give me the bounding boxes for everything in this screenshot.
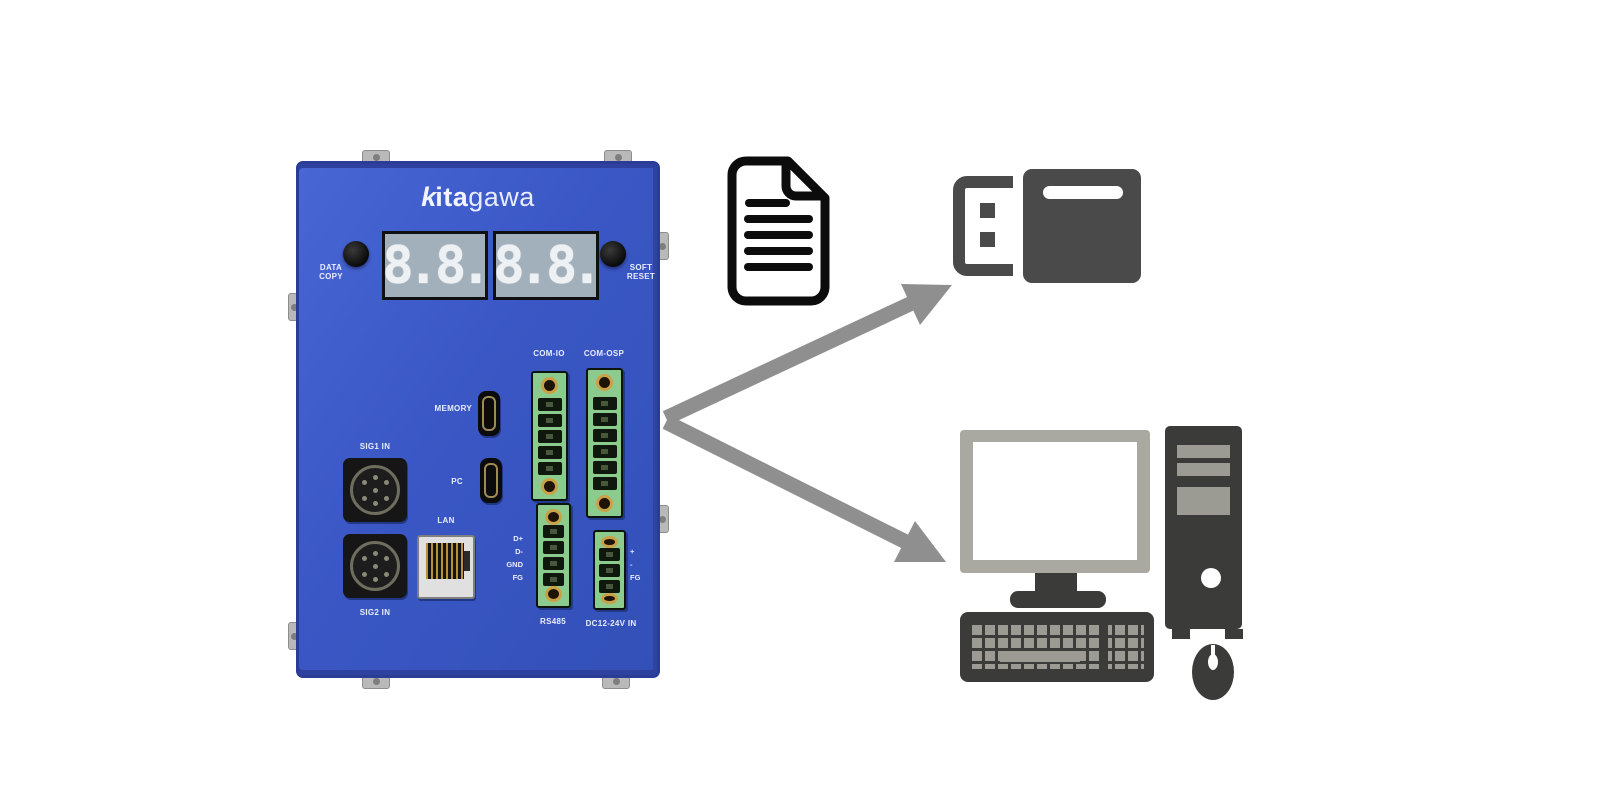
- desktop-computer-icon: [960, 426, 1243, 700]
- rs485-label: RS485: [540, 617, 566, 626]
- seven-segment-display: 8. 8. 8. 8.: [382, 231, 603, 300]
- kitagawa-controller-device: kitagawa DATA COPY SOFT RESET 8. 8. 8. 8…: [296, 161, 660, 678]
- rs485-connector: [536, 503, 571, 608]
- lan-label: LAN: [437, 516, 455, 525]
- display-digit: 8.: [493, 235, 550, 296]
- pc-label: PC: [451, 477, 463, 486]
- monitor-screen: [973, 442, 1137, 560]
- pin-label: FG: [630, 573, 641, 582]
- spacebar: [1000, 651, 1080, 662]
- display-module: 8. 8.: [382, 231, 492, 300]
- sig1-in-connector: [343, 458, 407, 522]
- usb-flash-drive-icon: [953, 169, 1141, 283]
- arrow-device-to-usb: [662, 284, 952, 425]
- data-copy-label: DATA COPY: [319, 263, 343, 281]
- pin-label: D+: [513, 534, 523, 543]
- soft-reset-button: [600, 241, 626, 267]
- power-pin-labels: + - FG: [630, 545, 648, 584]
- display-digit: 8.: [435, 235, 492, 296]
- display-module: 8. 8.: [493, 231, 603, 300]
- pin-label: D-: [515, 547, 523, 556]
- monitor-neck: [1035, 573, 1077, 595]
- power-connector: [593, 530, 626, 610]
- document-text-lines: [744, 199, 813, 271]
- logo-mark: k: [421, 182, 436, 212]
- kitagawa-logo: kitagawa: [421, 182, 535, 212]
- pin-label: -: [630, 560, 633, 569]
- tower: [1165, 426, 1242, 629]
- monitor-base: [1010, 591, 1106, 608]
- soft-reset-label: SOFT RESET: [626, 263, 656, 281]
- sig1-in-label: SIG1 IN: [359, 442, 391, 451]
- pin-label: GND: [506, 560, 523, 569]
- com-io-connector: [531, 371, 568, 501]
- power-button: [1201, 568, 1221, 588]
- display-digit: 8.: [382, 235, 439, 296]
- sig2-in-connector: [343, 534, 407, 598]
- sig2-in-label: SIG2 IN: [359, 608, 391, 617]
- power-label: DC12-24V IN: [585, 619, 637, 628]
- com-osp-connector: [586, 368, 623, 518]
- flow-arrows: [662, 284, 952, 562]
- pin-label: +: [630, 547, 635, 556]
- display-digit: 8.: [546, 235, 603, 296]
- rs485-pin-labels: D+ D- GND FG: [491, 532, 523, 584]
- pin-label: FG: [512, 573, 523, 582]
- usb-connector: [953, 176, 1013, 276]
- data-copy-button: [343, 241, 369, 267]
- mouse-wheel: [1208, 654, 1218, 670]
- mouse: [1192, 644, 1234, 700]
- com-io-label: COM-IO: [533, 349, 565, 358]
- memory-port: [478, 391, 500, 436]
- arrow-device-to-computer: [662, 415, 946, 562]
- lan-port: [417, 535, 475, 599]
- pc-port: [480, 458, 502, 503]
- com-osp-label: COM-OSP: [583, 349, 625, 358]
- memory-label: MEMORY: [434, 404, 472, 413]
- document-icon: [727, 156, 830, 306]
